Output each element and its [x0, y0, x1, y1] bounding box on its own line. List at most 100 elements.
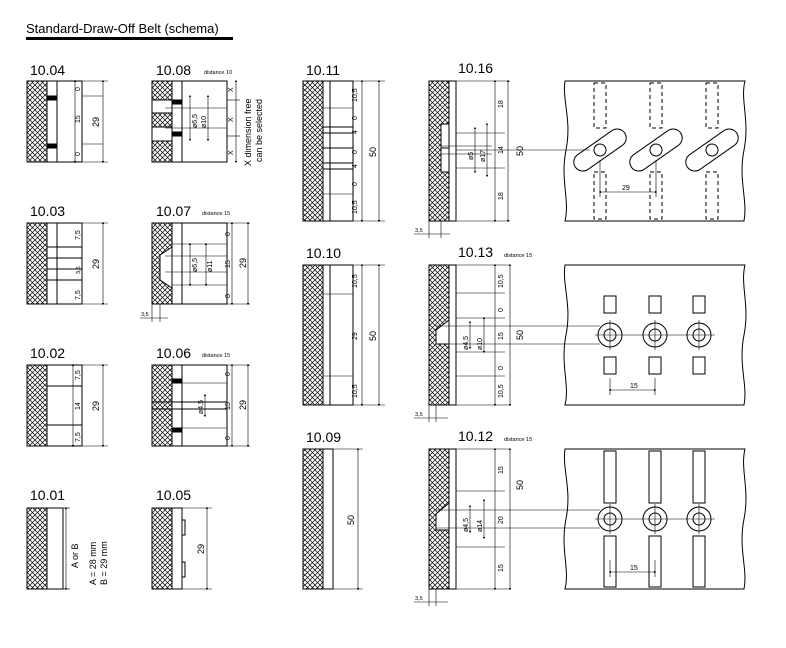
hole-diameter-large: ø10	[477, 338, 484, 350]
dim-mid: X	[228, 117, 235, 122]
profile-10-03: 10.03 7,5 3,5 7,5 29	[26, 203, 108, 306]
profile-id: 10.03	[30, 203, 65, 219]
profile-id: 10.16	[458, 60, 493, 76]
hole-diameter-large: ø14	[477, 520, 484, 532]
profile-10-12: 10.12 distance 15 ø4,5 ø14 15 20 15 50	[414, 428, 747, 606]
profile-id: 10.06	[156, 345, 191, 361]
spacing-note: distance 15	[202, 211, 230, 217]
dim-bottom: 18	[498, 192, 505, 200]
pitch: 15	[630, 383, 638, 390]
dim-total: 29	[238, 400, 248, 410]
hole-diameter-small: ø4,5	[463, 336, 470, 350]
dim-mid: 29	[352, 332, 359, 340]
profile-10-11: 10.11 10,5 0 4 0 4 0 10,5 50	[302, 62, 385, 223]
profile-id: 10.12	[458, 428, 493, 444]
dim-2: 0	[352, 116, 359, 120]
dim-1: 10,5	[498, 274, 505, 288]
dim-thickness: 3,5	[415, 412, 423, 418]
dim-bottom: 0	[225, 436, 232, 440]
profile-10-08: 10.08 distance 10 ø6,5 ø10 X X X X dimen…	[151, 62, 264, 166]
profile-id: 10.11	[306, 62, 340, 78]
dim-total: 50	[515, 146, 525, 156]
profile-id: 10.08	[156, 62, 191, 78]
dim-top: 18	[498, 100, 505, 108]
dim-top: 0	[225, 232, 232, 236]
spacing-note: distance 15	[202, 353, 230, 359]
hole-diameter-small: ø4,5	[463, 518, 470, 532]
dim-thickness: 3,5	[141, 312, 149, 318]
dim-top: 15	[498, 466, 505, 474]
title-underline	[26, 37, 233, 40]
hole-diameter-small: ø6,5	[192, 114, 199, 128]
profile-id: 10.01	[30, 487, 65, 503]
dim-total: 29	[238, 258, 248, 268]
dim-note-a: A = 28 mm	[88, 542, 98, 585]
dim-total: 29	[91, 117, 101, 127]
dim-bottom: 7,5	[75, 432, 82, 442]
dim-total: 50	[346, 515, 356, 525]
side-note: can be selected	[254, 99, 264, 162]
dim-mid: 15	[225, 402, 232, 410]
dim-top: X	[228, 87, 235, 92]
dim-1: 10,5	[352, 88, 359, 102]
dim-mid: 14	[75, 402, 82, 410]
profile-10-09: 10.09 50	[302, 429, 363, 591]
dim-mid: 15	[75, 115, 82, 123]
profile-10-02: 10.02 7,5 14 7,5 29	[26, 345, 108, 448]
dim-total: 50	[368, 331, 378, 341]
dim-5: 4	[352, 164, 359, 168]
dim-note-b: B = 29 mm	[99, 541, 109, 585]
dim-total: 50	[368, 147, 378, 157]
dim-4: 0	[498, 366, 505, 370]
dim-top: 0	[75, 87, 82, 91]
page-title: Standard-Draw-Off Belt (schema)	[26, 21, 219, 36]
dim-note: A or B	[70, 543, 80, 568]
dim-bottom: 0	[75, 152, 82, 156]
spacing-note: distance 10	[204, 70, 232, 76]
profile-id: 10.10	[306, 245, 341, 261]
dim-bottom: 0	[225, 294, 232, 298]
profile-10-16: 10.16 ø5 ø17 18 14 18 50	[414, 60, 747, 238]
hole-diameter-small: ø6,5	[192, 258, 199, 272]
hole-diameter-large: ø17	[480, 150, 487, 162]
dim-thickness: 3,5	[415, 228, 423, 234]
spacing-note: distance 15	[504, 253, 532, 259]
spacing-note: distance 15	[504, 437, 532, 443]
hole-diameter-large: ø11	[207, 260, 214, 272]
dim-total: 29	[91, 259, 101, 269]
dim-total: 50	[515, 480, 525, 490]
dim-mid: 3,5	[76, 266, 82, 274]
dim-bottom: X	[228, 150, 235, 155]
dim-mid: 20	[498, 516, 505, 524]
profile-10-01: 10.01 A or B A = 28 mm B = 29 mm	[26, 487, 109, 591]
side-note: X dimension free	[243, 98, 253, 166]
profile-10-04: 10.04 0 15 0 29	[26, 62, 108, 164]
profile-id: 10.02	[30, 345, 65, 361]
hole-diameter-small: ø5	[468, 152, 475, 160]
hole-diameter-large: ø10	[201, 116, 208, 128]
dim-top: 10,5	[352, 274, 359, 288]
dim-top: 7,5	[75, 230, 82, 240]
pitch: 15	[630, 565, 638, 572]
dim-top: 7,5	[75, 370, 82, 380]
dim-thickness: 3,5	[415, 596, 423, 602]
profile-10-06: 10.06 distance 15 ø4,5 0 15 0 29	[151, 345, 250, 448]
dim-3: 15	[498, 332, 505, 340]
dim-4: 0	[352, 150, 359, 154]
hole-diameter: ø4,5	[198, 400, 205, 414]
profile-10-05: 10.05 29	[151, 487, 212, 591]
dim-total: 50	[515, 330, 525, 340]
dim-2: 0	[498, 308, 505, 312]
profile-id: 10.05	[156, 487, 191, 503]
profile-id: 10.07	[156, 203, 191, 219]
dim-total: 29	[196, 544, 206, 554]
profile-id: 10.13	[458, 244, 493, 260]
profile-id: 10.09	[306, 429, 341, 445]
dim-3: 4	[352, 130, 359, 134]
dim-bottom: 10,5	[352, 384, 359, 398]
dim-6: 0	[352, 182, 359, 186]
dim-5: 10,5	[498, 384, 505, 398]
dim-mid: 15	[225, 260, 232, 268]
dim-7: 10,5	[352, 200, 359, 214]
